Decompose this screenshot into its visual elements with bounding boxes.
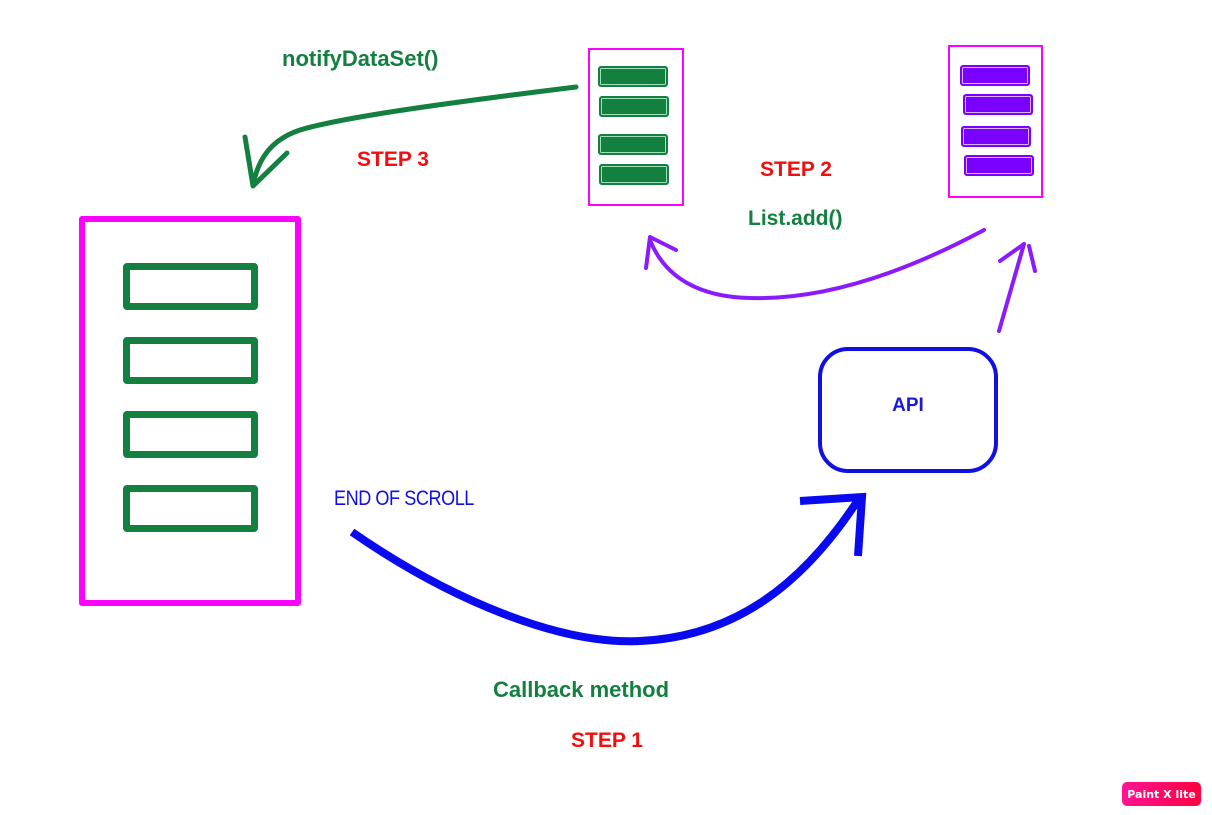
list-item (963, 94, 1033, 115)
arrow-callback (349, 494, 864, 646)
new-data-list (948, 45, 1043, 198)
list-item (123, 263, 258, 310)
arrowhead-callback (799, 492, 867, 557)
step-3-label: STEP 3 (357, 148, 429, 171)
arrow-notify-to-main (250, 84, 579, 188)
list-item (598, 134, 668, 155)
main-recyclerview-list (79, 216, 301, 606)
api-node: API (818, 347, 998, 473)
arrowhead-listadd (644, 235, 678, 270)
list-item (964, 155, 1034, 176)
list-item (599, 164, 669, 185)
list-item (960, 65, 1030, 86)
list-add-label: List.add() (748, 207, 843, 230)
paint-x-lite-watermark: Paint X lite (1122, 782, 1201, 806)
callback-method-label: Callback method (493, 677, 670, 702)
arrowhead-api-to-newdata (998, 242, 1037, 273)
list-item (599, 96, 669, 117)
end-of-scroll-label: END OF SCROLL (334, 487, 474, 510)
step-1-label: STEP 1 (571, 729, 643, 752)
list-item (123, 411, 258, 458)
list-item (961, 126, 1031, 147)
notify-dataset-label: notifyDataSet() (282, 46, 439, 71)
step-2-label: STEP 2 (760, 158, 832, 181)
list-item (598, 66, 668, 87)
list-item (123, 337, 258, 384)
api-label: API (892, 395, 924, 416)
arrowhead-notify (242, 134, 290, 189)
updated-list (588, 48, 684, 206)
list-item (123, 485, 258, 532)
arrow-api-to-newdata (997, 242, 1026, 333)
arrow-listadd (648, 228, 986, 301)
